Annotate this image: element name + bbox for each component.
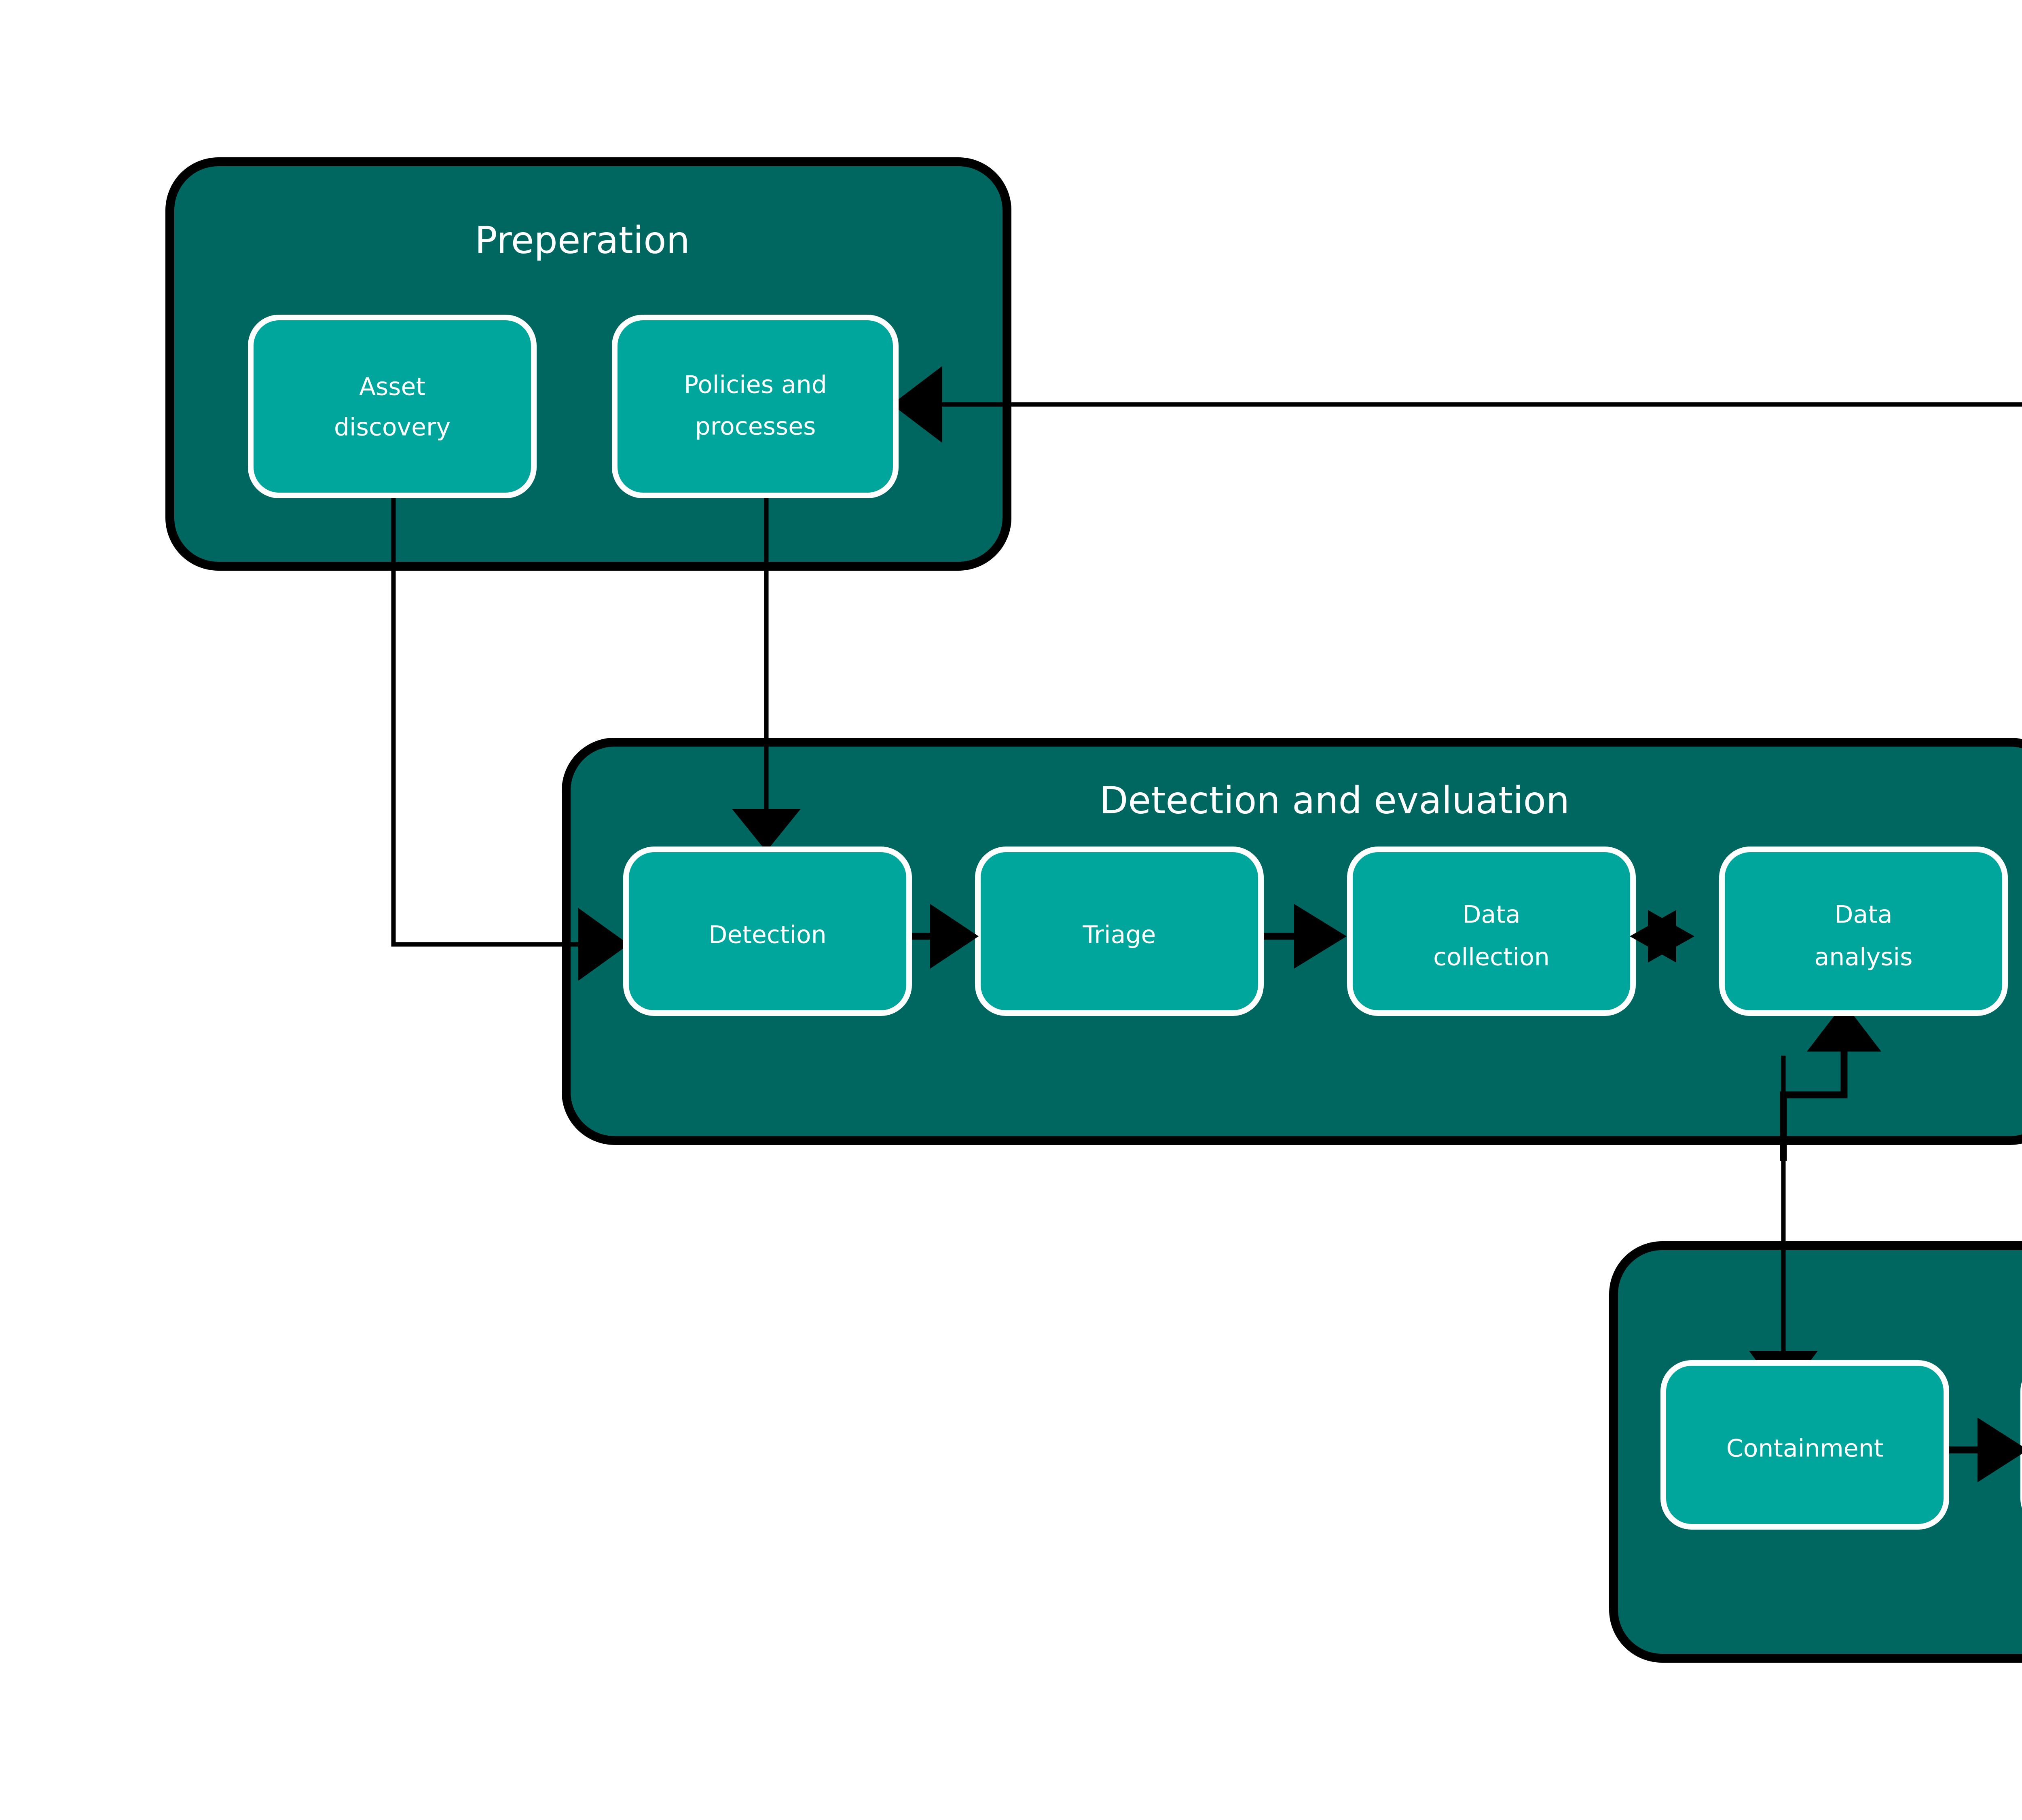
connector-asset-discovery-to-detection — [391, 495, 629, 981]
data-analysis-label-line2: analysis — [1815, 943, 1913, 971]
asset-discovery-label-line1: Asset — [359, 373, 425, 401]
connector-data-collection-to-data-analysis — [1630, 910, 1694, 963]
node-containment[interactable]: Containment — [1660, 1360, 1949, 1530]
containment-label-line1: Containment — [1726, 1435, 1884, 1463]
asset-discovery-label-line2: discovery — [334, 413, 451, 442]
arrow-head-data-collection — [1294, 904, 1347, 969]
triage-label-line1: Triage — [1083, 921, 1156, 949]
arrow-head-triage — [930, 904, 979, 969]
triage-shape — [975, 847, 1264, 1016]
node-triage[interactable]: Triage — [975, 847, 1264, 1016]
connector-containment-to-data-analysis — [1780, 1003, 1881, 1161]
node-detection[interactable]: Detection — [623, 847, 912, 1016]
preperation-panel-title: Preperation — [475, 218, 690, 262]
connector-detection-to-triage — [912, 904, 979, 969]
detection-shape — [623, 847, 912, 1016]
node-asset-discovery[interactable]: Asset discovery — [248, 315, 537, 498]
connector-analysis-of-response-to-policies — [892, 366, 2022, 443]
policies-and-processes-label-line2: processes — [695, 413, 816, 441]
arrow-head-into-detection-top — [732, 809, 801, 851]
arrow-head-into-detection-left — [578, 908, 629, 981]
containment-shape — [1660, 1360, 1949, 1530]
arrow-head-data-analysis-right — [1648, 910, 1694, 963]
connector-policies-to-detection — [732, 495, 801, 851]
connector-containment-to-recovery — [1949, 1418, 2022, 1482]
data-collection-label-line1: Data — [1462, 901, 1520, 929]
asset-discovery-shape — [248, 315, 537, 498]
detection-label-line1: Detection — [709, 921, 826, 949]
node-data-analysis[interactable]: Data analysis — [1719, 847, 2008, 1016]
data-analysis-label-line1: Data — [1834, 901, 1892, 929]
detection-panel-title: Detection and evaluation — [1100, 779, 1569, 822]
node-data-collection[interactable]: Data collection — [1347, 847, 1636, 1016]
data-collection-shape — [1347, 847, 1636, 1016]
arrow-head-recovery — [1978, 1418, 2022, 1482]
data-collection-label-line2: collection — [1433, 943, 1550, 971]
connector-triage-to-data-collection — [1264, 904, 1347, 969]
arrow-head-into-policies-right — [892, 366, 942, 443]
policies-and-processes-label-line1: Policies and — [684, 371, 827, 399]
data-analysis-shape — [1719, 847, 2008, 1016]
arrow-head-into-data-analysis-bottom — [1807, 1003, 1881, 1052]
policies-and-processes-shape — [612, 315, 899, 498]
node-policies-and-processes[interactable]: Policies and processes — [612, 315, 899, 498]
